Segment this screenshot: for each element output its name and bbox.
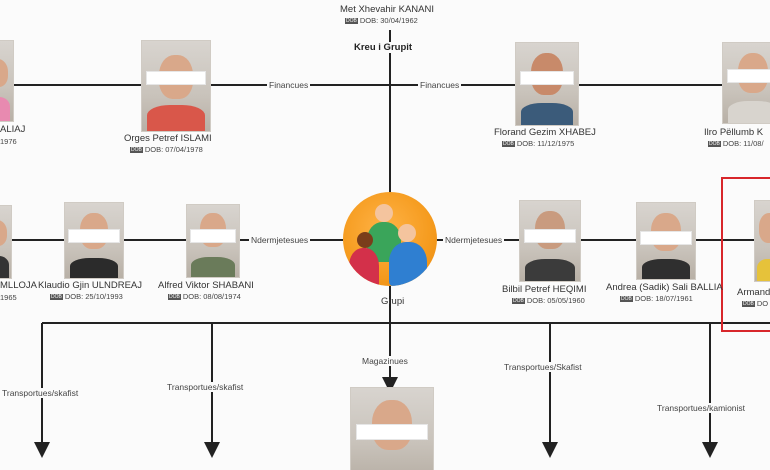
person-3-name: Florand Gezim XHABEJ: [494, 127, 596, 138]
person-6-name: Klaudio Gjin ULNDREAJ: [38, 280, 143, 291]
group-leader-label: Kreu i Grupit: [352, 42, 415, 53]
relation-transport-2: Transportues/skafist: [165, 382, 246, 392]
person-5-name: MLLOJA: [0, 280, 37, 291]
photo-person-7: [186, 204, 240, 278]
person-1-name: ALIAJ: [0, 124, 26, 135]
photo-person-5: [0, 205, 12, 279]
relation-transport-3: Transportues/Skafist: [502, 362, 584, 372]
relation-ndermjetesues-left: Ndermjetesues: [249, 235, 311, 245]
person-4-name: Ilro Pëllumb K: [704, 127, 764, 138]
group-icon: [343, 192, 437, 286]
photo-person-2: [141, 40, 211, 132]
photo-person-10: [754, 200, 770, 282]
relation-transport-1: Transportues/skafist: [0, 388, 81, 398]
person-9-name: Andrea (Sadik) Sali BALLIA: [606, 282, 723, 293]
relation-financues-right: Financues: [418, 80, 462, 90]
leader-name: Met Xhevahir KANANI: [340, 4, 434, 15]
relation-ndermjetesues-right: Ndermjetesues: [443, 235, 505, 245]
person-10-name: Armand: [737, 287, 770, 298]
photo-person-1: [0, 40, 14, 122]
relation-financues-left: Financues: [267, 80, 311, 90]
person-7-name: Alfred Viktor SHABANI: [158, 280, 254, 291]
relation-transport-4: Transportues/kamionist: [655, 403, 748, 413]
person-2-name: Orges Petref ISLAMI: [124, 133, 212, 144]
person-5-dob: 1965: [0, 293, 17, 302]
person-8-name: Bilbil Petref HEQIMI: [502, 284, 587, 295]
person-1-dob: 1976: [0, 137, 17, 146]
photo-person-3: [515, 42, 579, 126]
relation-magazinues: Magazinues: [360, 356, 410, 366]
photo-person-6: [64, 202, 124, 279]
photo-person-8: [519, 200, 581, 282]
photo-person-4: [722, 42, 770, 124]
highlight-box: [721, 177, 770, 332]
photo-person-magazinues: [350, 387, 434, 470]
photo-person-9: [636, 202, 696, 280]
group-label: Grupi: [381, 296, 405, 307]
